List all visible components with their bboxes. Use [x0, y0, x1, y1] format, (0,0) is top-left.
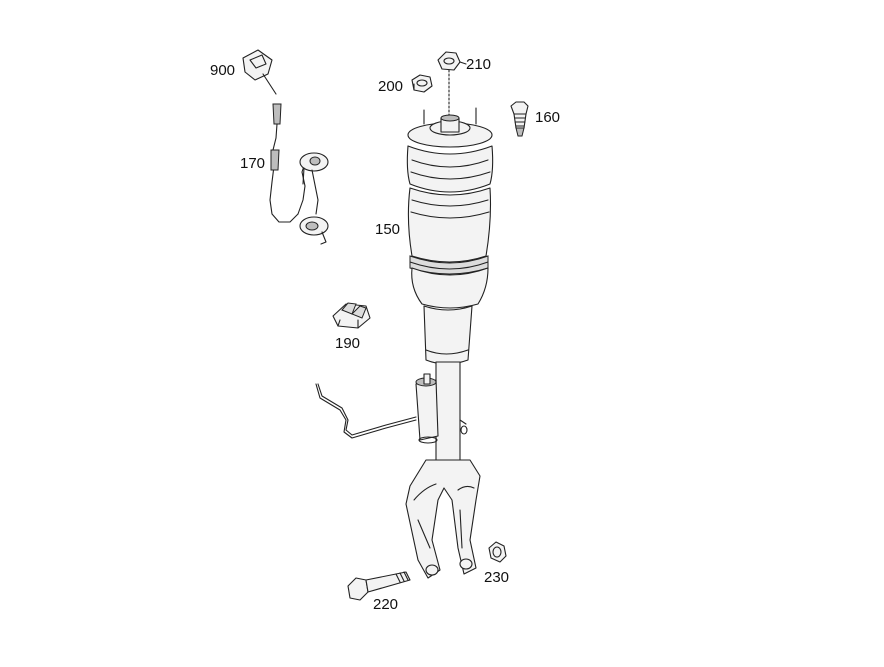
connector-plug-900	[242, 49, 277, 95]
nut-210	[437, 51, 467, 119]
callout-210: 210	[466, 56, 492, 73]
valve-160	[510, 101, 529, 137]
nut-230	[488, 541, 507, 563]
callout-900: 900	[210, 62, 236, 79]
nut-200	[411, 74, 433, 93]
bolt-220	[347, 571, 411, 601]
callout-150: 150	[375, 221, 401, 238]
callout-230: 230	[484, 569, 510, 586]
clip-190	[332, 302, 371, 329]
air-strut-150	[315, 107, 494, 579]
callout-200: 200	[378, 78, 404, 95]
sensor-harness-170	[269, 103, 329, 245]
callout-170: 170	[240, 155, 266, 172]
callout-160: 160	[535, 109, 561, 126]
callout-190: 190	[335, 335, 361, 352]
callout-220: 220	[373, 596, 399, 613]
